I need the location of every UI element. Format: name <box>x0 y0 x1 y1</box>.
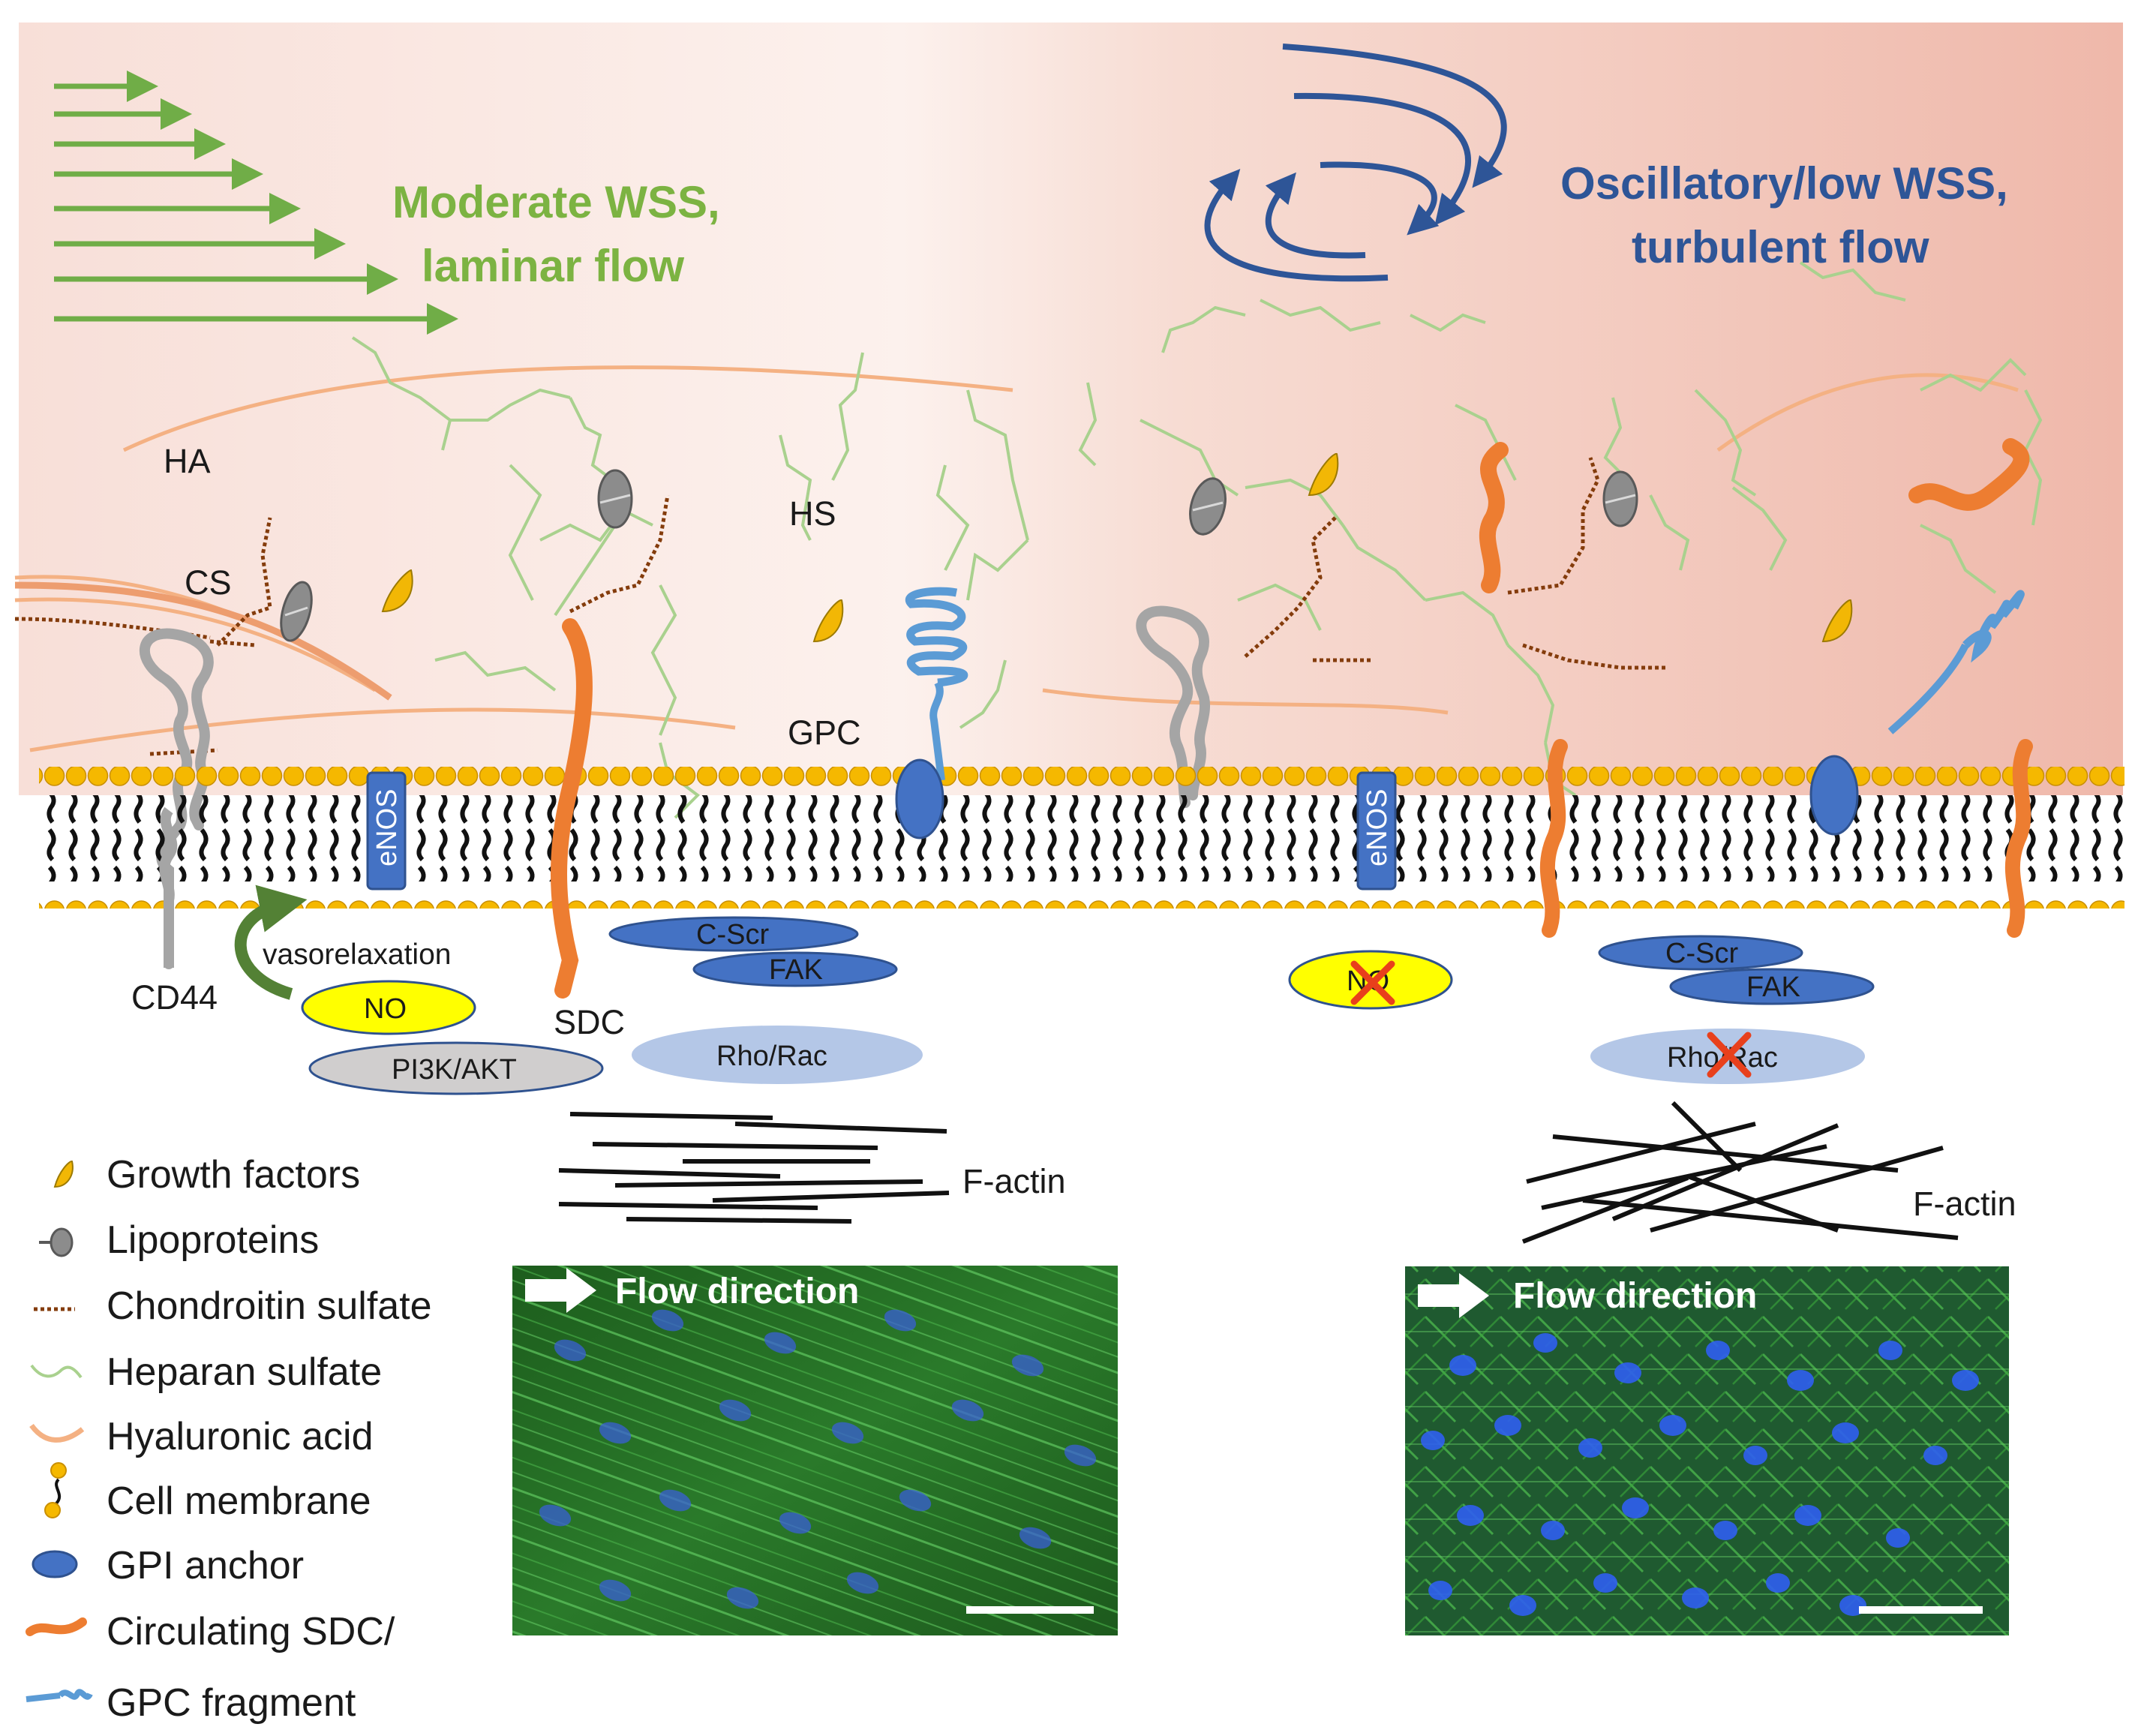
heparan-sulfate-icon <box>30 1364 83 1379</box>
flow-direction-left: Flow direction <box>615 1272 859 1311</box>
enos-right-label: eNOS <box>1362 789 1393 866</box>
enos-left-label: eNOS <box>371 789 403 866</box>
gpc-fragment-icon <box>26 1689 93 1702</box>
gpi-anchor-icon <box>32 1550 78 1578</box>
scale-bar-left <box>966 1606 1094 1614</box>
laminar-flow-arrows <box>54 71 458 335</box>
fak-right-label: FAK <box>1746 972 1800 1003</box>
pi3k-akt: PI3K/AKT <box>308 1041 604 1095</box>
legend-label-1: Lipoproteins <box>107 1218 319 1262</box>
label-ha: HA <box>164 442 211 480</box>
c-scr-right: C-Scr <box>1598 935 1803 971</box>
turbulent-title-line2: turbulent flow <box>1632 222 1929 272</box>
flow-direction-arrow-left <box>525 1268 596 1313</box>
label-f-actin-left: F-actin <box>962 1162 1066 1200</box>
circulating-sdc-1 <box>1479 442 1509 593</box>
legend-label-3: Heparan sulfate <box>107 1350 382 1394</box>
micrograph-turbulent: Flow direction <box>1405 1266 2009 1635</box>
enos-right: eNOS <box>1356 771 1397 891</box>
rho-rac-right-inhibited: Rho/Rac <box>1590 1029 1865 1084</box>
label-f-actin-right: F-actin <box>1913 1185 2016 1223</box>
cd44-tail <box>159 806 178 968</box>
nuclei-aligned <box>539 1309 1097 1609</box>
legend-label-8: GPC fragment <box>107 1681 356 1725</box>
no-right-inhibited: NO <box>1288 950 1453 1010</box>
legend: Growth factors Lipoproteins Chondroitin … <box>26 1153 432 1725</box>
lipoproteins <box>280 469 1638 642</box>
sdc-left <box>551 618 593 999</box>
gpc-fragment-right <box>1887 590 2025 734</box>
inhibit-x-icon <box>1350 960 1395 1005</box>
sdc-right-1 <box>1539 739 1568 938</box>
sdc-right-2 <box>2004 739 2033 938</box>
turbulent-title-line1: Oscillatory/low WSS, <box>1560 158 2008 209</box>
chondroitin-sulfate-chains <box>14 457 1665 756</box>
f-actin-aligned <box>558 1112 950 1224</box>
legend-label-5: Cell membrane <box>107 1479 371 1523</box>
label-hs: HS <box>789 494 836 533</box>
f-actin-disordered <box>1521 1101 1959 1244</box>
c-scr-left: C-Scr <box>608 916 859 952</box>
growth-factor-icon <box>53 1161 74 1188</box>
scale-bar-right <box>1859 1606 1983 1614</box>
c-scr-left-label: C-Scr <box>696 919 769 951</box>
hyaluronic-acid-icon <box>29 1423 85 1443</box>
enos-left: eNOS <box>366 771 407 891</box>
legend-label-4: Hyaluronic acid <box>107 1415 374 1458</box>
laminar-title-line1: Moderate WSS, <box>392 177 720 227</box>
fak-left-label: FAK <box>769 954 823 986</box>
label-gpc: GPC <box>788 713 861 752</box>
cell-membrane-icon <box>44 1462 67 1518</box>
nuclei-disordered <box>1421 1333 1979 1616</box>
label-vasorelaxation: vasorelaxation <box>263 939 451 971</box>
label-sdc: SDC <box>554 1003 625 1041</box>
hyaluronic-acid-thick <box>14 581 392 701</box>
legend-label-6: GPI anchor <box>107 1544 304 1587</box>
rho-rac-left-label: Rho/Rac <box>716 1041 827 1072</box>
label-cd44: CD44 <box>131 978 218 1017</box>
flow-direction-arrow-right <box>1418 1273 1489 1318</box>
growth-factors <box>381 452 1853 643</box>
pi3k-akt-label: PI3K/AKT <box>392 1054 517 1086</box>
legend-label-0: Growth factors <box>107 1153 360 1197</box>
circulating-sdc-icon <box>26 1617 87 1636</box>
c-scr-right-label: C-Scr <box>1665 938 1738 969</box>
legend-label-7: Circulating SDC/ <box>107 1610 395 1653</box>
turbulent-flow-arrows <box>1204 44 1507 282</box>
label-cs: CS <box>185 563 232 602</box>
legend-label-2: Chondroitin sulfate <box>107 1284 432 1328</box>
gpc-left <box>895 587 968 839</box>
micrograph-laminar: Flow direction <box>512 1266 1118 1635</box>
inhibit-x-icon <box>1707 1032 1752 1078</box>
circulating-sdc-2 <box>1908 438 2030 511</box>
gpi-anchor-right <box>1809 755 1859 836</box>
flow-direction-right: Flow direction <box>1513 1276 1757 1316</box>
laminar-title-line2: laminar flow <box>422 241 684 291</box>
fak-left: FAK <box>692 951 898 987</box>
lipoprotein-icon <box>39 1227 74 1257</box>
cd44-right <box>1136 605 1210 808</box>
fak-right: FAK <box>1669 968 1875 1005</box>
no-left-label: NO <box>364 993 407 1025</box>
lumen-background <box>19 23 2123 795</box>
vasorelaxation-arrow <box>234 885 308 1000</box>
rho-rac-left: Rho/Rac <box>632 1026 923 1084</box>
no-left: NO <box>301 980 476 1035</box>
